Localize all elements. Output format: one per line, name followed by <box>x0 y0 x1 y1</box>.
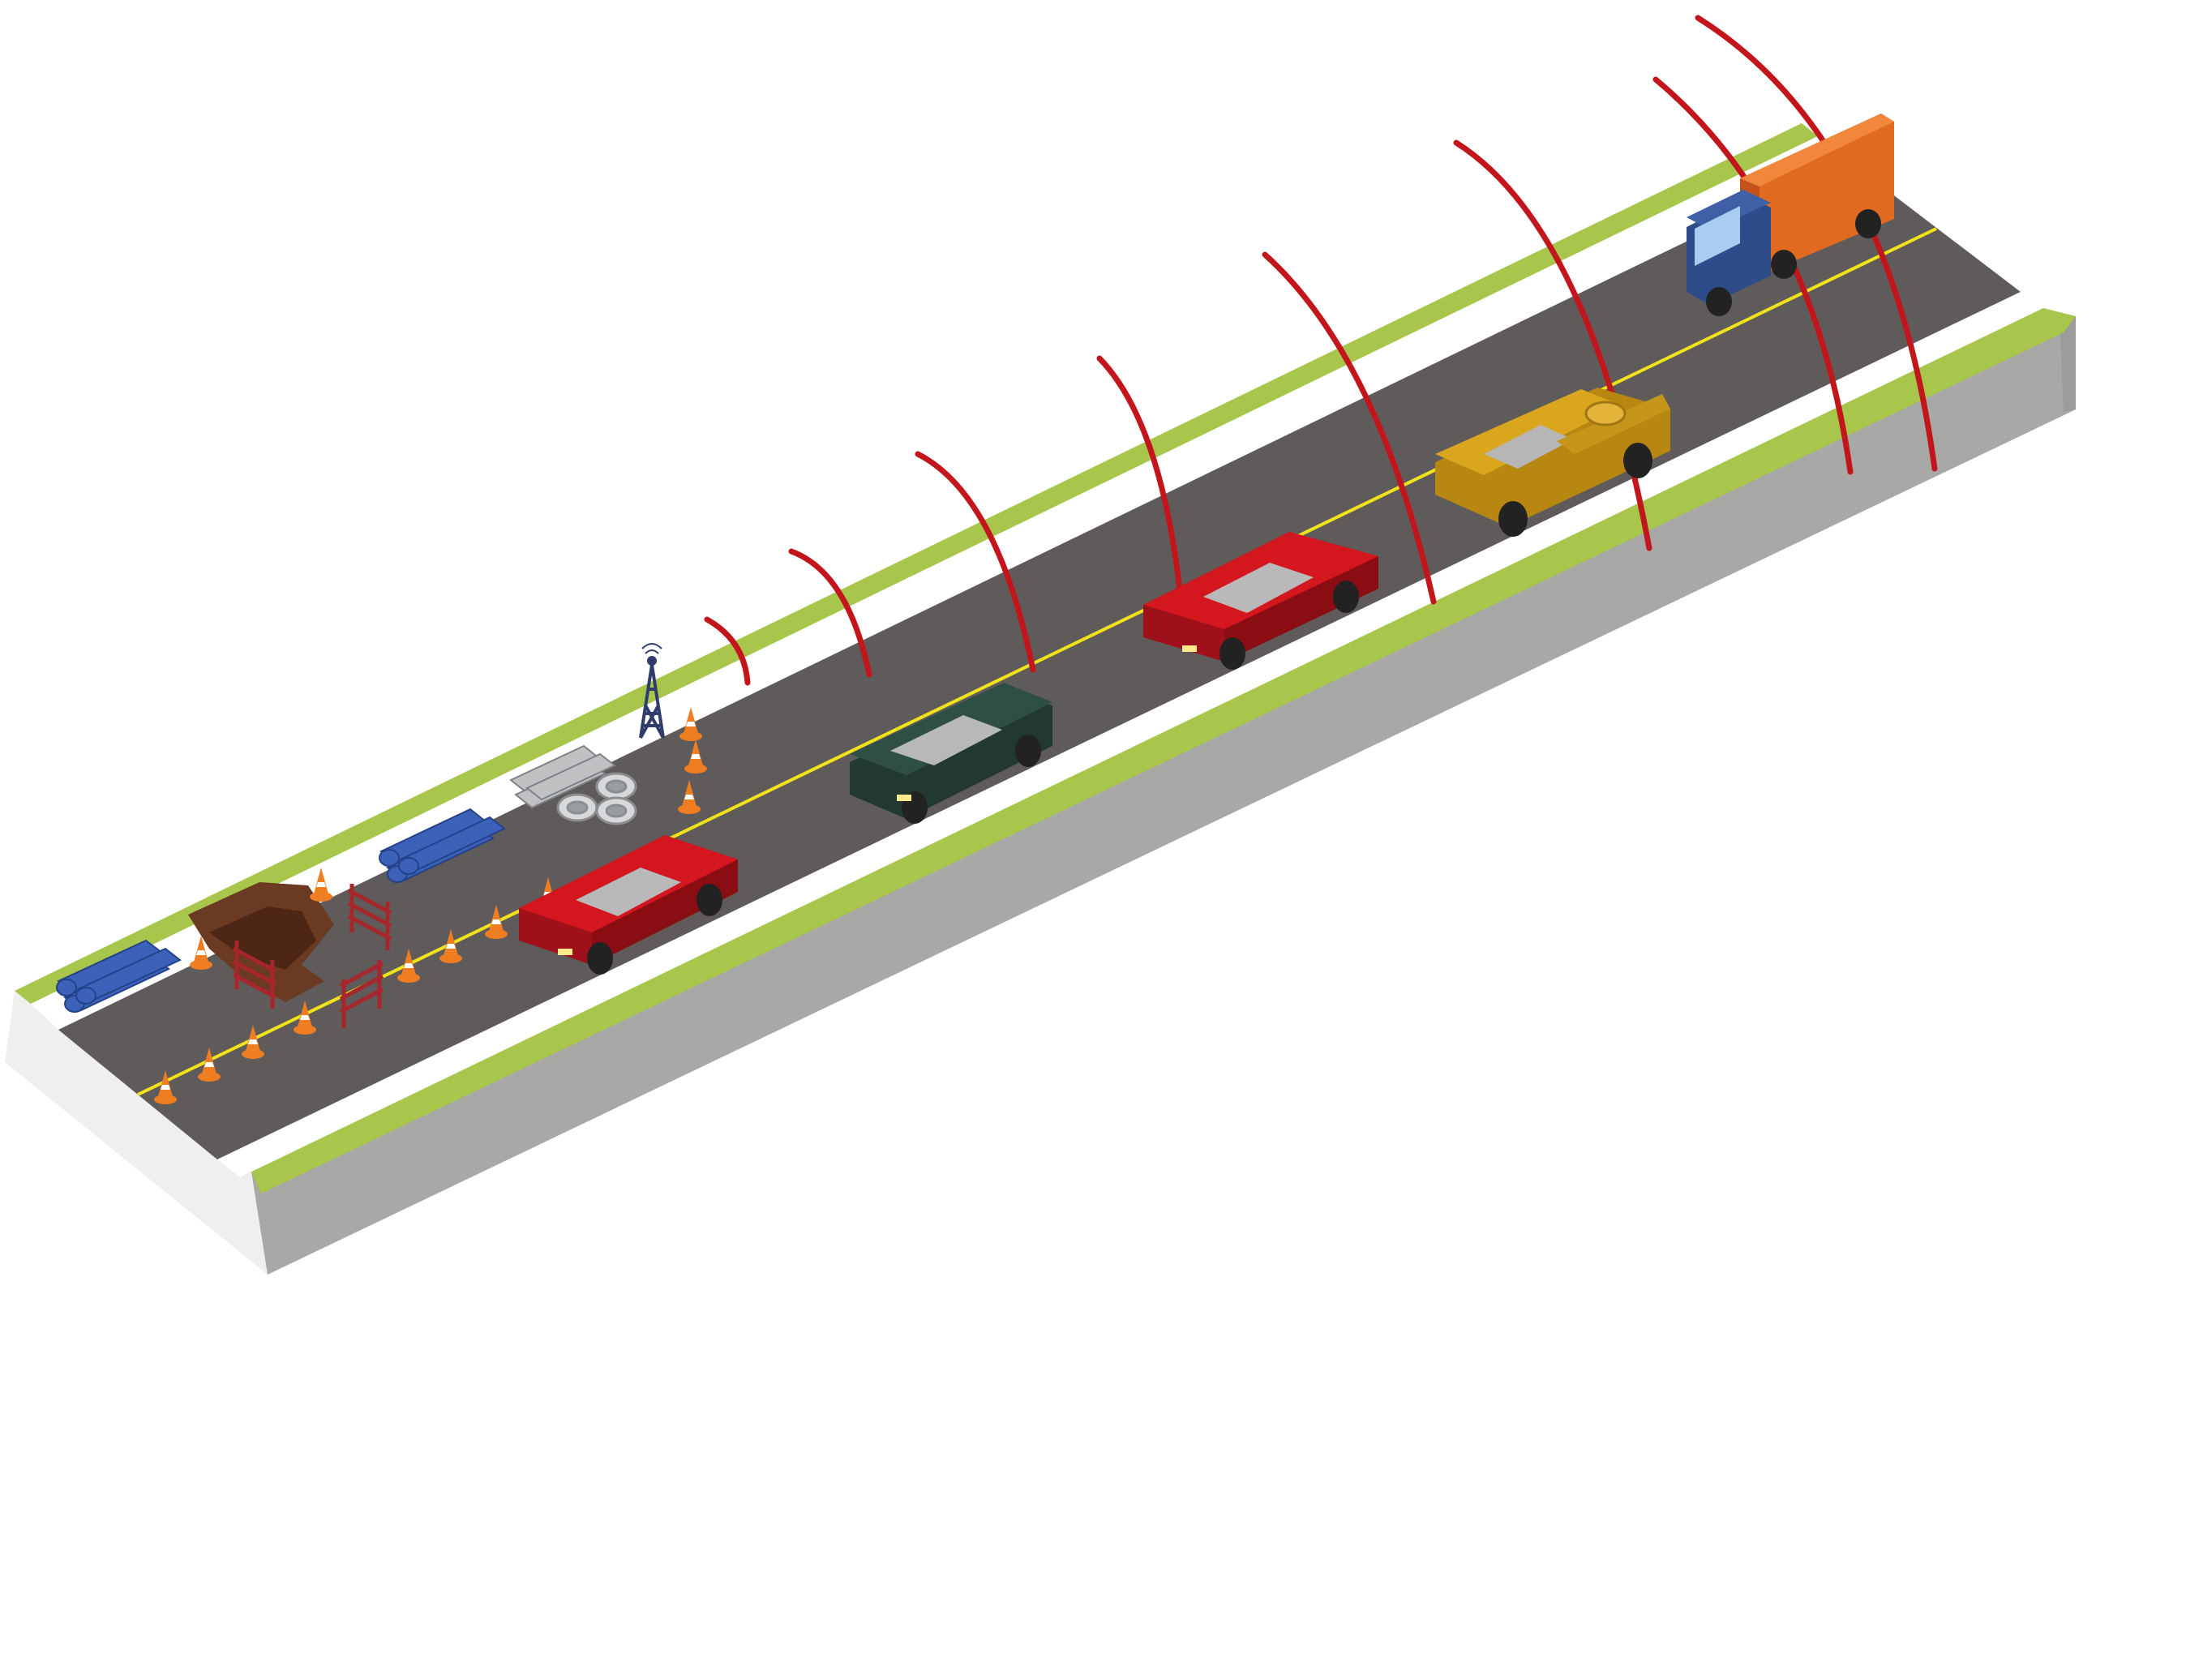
traffic-cone-icon <box>397 949 420 983</box>
traffic-cone-icon <box>154 1070 177 1104</box>
pipe-stack-icon <box>56 939 182 1013</box>
pipe-stack-icon <box>509 744 616 809</box>
base-right-face <box>2060 316 2076 412</box>
traffic-cone-icon <box>679 707 702 741</box>
barrier-fence-icon <box>232 884 392 1028</box>
base-left-face <box>5 991 268 1275</box>
material-stack <box>509 744 637 825</box>
box-truck-icon <box>1687 114 1894 316</box>
base-front-face <box>251 316 2076 1275</box>
pipe-stack-mid <box>379 808 506 883</box>
traffic-cone-icon <box>439 929 462 963</box>
road-base <box>5 316 2076 1275</box>
signal-arc-icon <box>1262 251 1437 605</box>
radio-tower-icon <box>639 643 665 739</box>
shoulder-back <box>31 136 1850 1030</box>
car-icon <box>519 835 738 975</box>
traffic-cone-icon <box>485 905 508 939</box>
shoulder-front <box>217 292 2043 1177</box>
pipe-stack-left <box>56 939 182 1013</box>
traffic-cone-icon <box>190 936 212 970</box>
traffic-cone-icon <box>198 1048 221 1082</box>
center-line <box>137 227 1937 1096</box>
traffic-cone-icon <box>294 1001 316 1035</box>
signal-arc-icon <box>1096 355 1184 600</box>
concrete-ring-icon <box>556 772 637 825</box>
grass-strip-back <box>15 123 1818 1004</box>
excavation-pit-icon <box>188 882 334 1002</box>
signal-arc-icon <box>788 548 872 678</box>
suv-icon <box>850 683 1052 824</box>
traffic-cone-icon <box>678 780 701 814</box>
road-surface <box>15 123 2076 1194</box>
grass-strip-front <box>240 308 2076 1194</box>
signal-arc-icon <box>704 616 751 686</box>
pickup-truck-icon <box>1435 388 1670 537</box>
construction-zone <box>56 643 707 1104</box>
traffic-cone-icon <box>684 739 707 774</box>
traffic-cone-icon <box>242 1025 264 1059</box>
car-icon <box>1143 532 1378 670</box>
signal-arc-icon <box>915 451 1036 673</box>
pipe-stack-icon <box>379 808 506 883</box>
traffic-cone-icon <box>310 868 332 902</box>
